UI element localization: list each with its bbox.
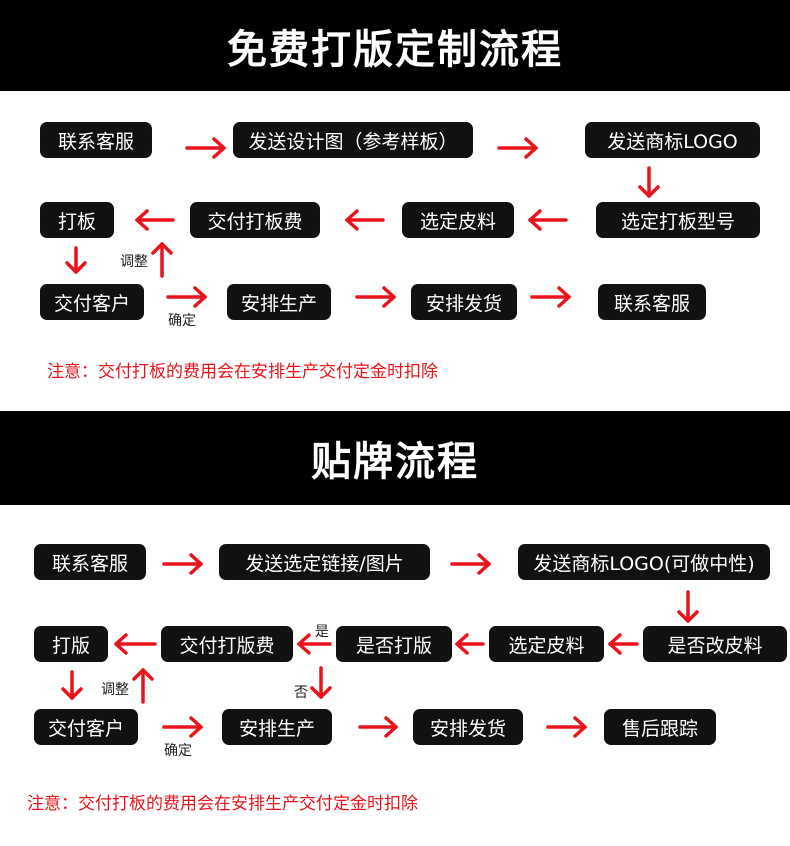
s1-arrow-right-3 [166,286,207,308]
s2-step-after-sales: 售后跟踪 [604,709,716,745]
s1-step-contact-service: 联系客服 [40,122,152,158]
s2-label-adjust: 调整 [101,682,129,698]
s2-arrow-left-4 [114,633,157,655]
s1-arrow-up-adjust [151,242,173,278]
s1-arrow-left-2 [345,209,385,231]
section2-title: 贴牌流程 [311,439,479,485]
s2-step-change-leather: 是否改皮料 [643,626,787,662]
section1-title-banner: 免费打版定制流程 [0,0,790,91]
s1-step-send-logo: 发送商标LOGO [585,122,760,158]
section2-title-banner: 贴牌流程 [0,411,790,505]
s1-step-choose-sample-type: 选定打板型号 [596,202,760,238]
s2-arrow-right-3 [162,716,203,738]
s1-step-arrange-shipping: 安排发货 [411,284,517,320]
s1-arrow-right-2 [497,137,538,159]
s2-step-deliver-customer: 交付客户 [34,709,138,745]
s1-step-send-design: 发送设计图（参考样板） [233,122,473,158]
s2-arrow-left-2 [455,633,485,655]
s2-step-make-sample-question: 是否打版 [336,626,452,662]
s2-arrow-right-1 [162,553,203,575]
s2-step-arrange-shipping: 安排发货 [413,709,523,745]
s1-arrow-down-logo [638,166,660,198]
s1-step-choose-leather: 选定皮料 [402,202,514,238]
s2-arrow-down-logo [677,590,699,623]
s1-arrow-left-3 [135,209,175,231]
s1-step-deliver-customer: 交付客户 [40,284,144,320]
s1-arrow-down-sample [65,246,87,274]
s1-step-arrange-production: 安排生产 [227,284,331,320]
s1-arrow-right-1 [185,137,226,159]
s2-arrow-right-5 [546,716,587,738]
s2-arrow-left-1 [608,633,639,655]
s2-step-send-logo: 发送商标LOGO(可做中性) [518,544,770,580]
s1-label-adjust: 调整 [120,254,148,270]
s1-arrow-right-4 [355,286,396,308]
s2-arrow-right-2 [450,553,491,575]
s1-step-make-sample: 打板 [40,202,114,238]
s2-step-arrange-production: 安排生产 [222,709,332,745]
s2-label-yes: 是 [315,624,329,640]
s1-label-confirm: 确定 [168,313,196,329]
s1-step-contact-service-end: 联系客服 [598,284,706,320]
s2-arrow-down-no [310,666,332,699]
s2-label-no: 否 [294,685,308,701]
s2-step-contact-service: 联系客服 [34,544,146,580]
s2-arrow-right-4 [358,716,398,738]
s1-arrow-left-1 [528,209,568,231]
s2-step-pay-sample-fee: 交付打版费 [161,626,293,662]
s2-note: 注意：交付打板的费用会在安排生产交付定金时扣除 [27,794,418,814]
s1-note: 注意：交付打板的费用会在安排生产交付定金时扣除 [47,362,438,382]
s2-arrow-down-sample [61,670,83,700]
s1-step-pay-sample-fee: 交付打板费 [190,202,320,238]
s2-label-confirm: 确定 [164,743,192,759]
section1-title: 免费打版定制流程 [227,26,563,73]
s1-arrow-right-5 [530,286,571,308]
s2-step-make-sample: 打版 [34,626,108,662]
s2-step-send-link: 发送选定链接/图片 [219,544,430,580]
s2-step-choose-leather: 选定皮料 [489,626,604,662]
s2-arrow-up-adjust [132,668,154,704]
